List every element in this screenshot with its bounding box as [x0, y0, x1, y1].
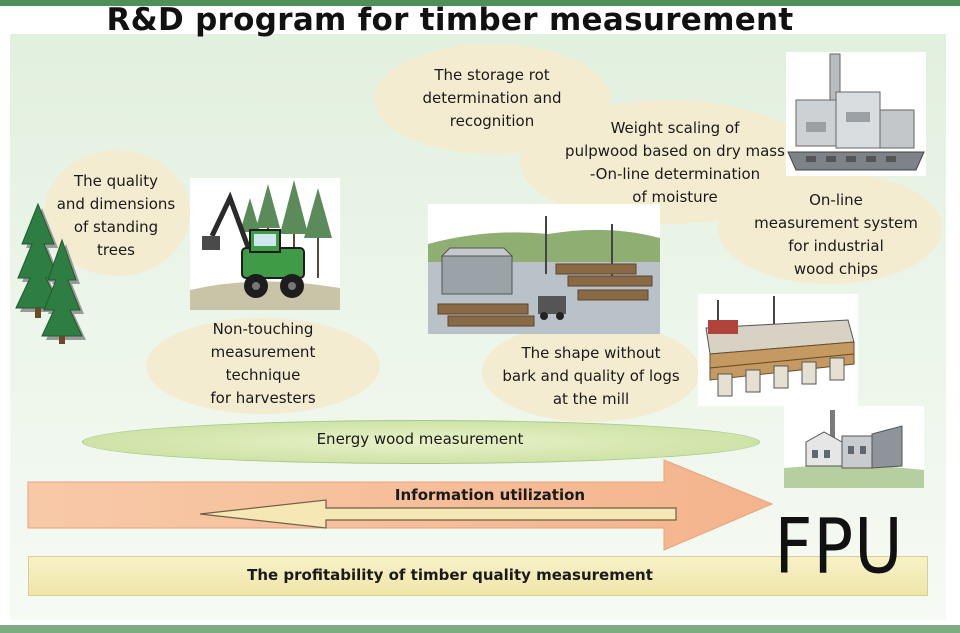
sawmill-picture — [698, 294, 858, 406]
information-arrow-right — [28, 460, 772, 550]
information-arrows — [24, 456, 784, 556]
profitability-label: The profitability of timber quality meas… — [120, 566, 780, 584]
bottom-band — [0, 625, 960, 633]
information-utilization-label: Information utilization — [300, 486, 680, 504]
harvester-picture — [190, 178, 340, 310]
slide-title: R&D program for timber measurement — [0, 2, 900, 38]
bubble-harvesters-text: Non-touching measurement technique for h… — [163, 318, 363, 410]
fpu-logo: FPU — [774, 502, 904, 591]
log-yard-picture — [428, 204, 660, 334]
pulp-mill-picture — [786, 52, 926, 176]
factory-building-picture — [784, 406, 924, 488]
bubble-wood-chips-text: On-line measurement system for industria… — [742, 189, 930, 281]
energy-wood-label: Energy wood measurement — [82, 430, 758, 448]
bubble-logs-shape-text: The shape without bark and quality of lo… — [491, 342, 691, 411]
pine-trees-icon — [14, 196, 88, 346]
